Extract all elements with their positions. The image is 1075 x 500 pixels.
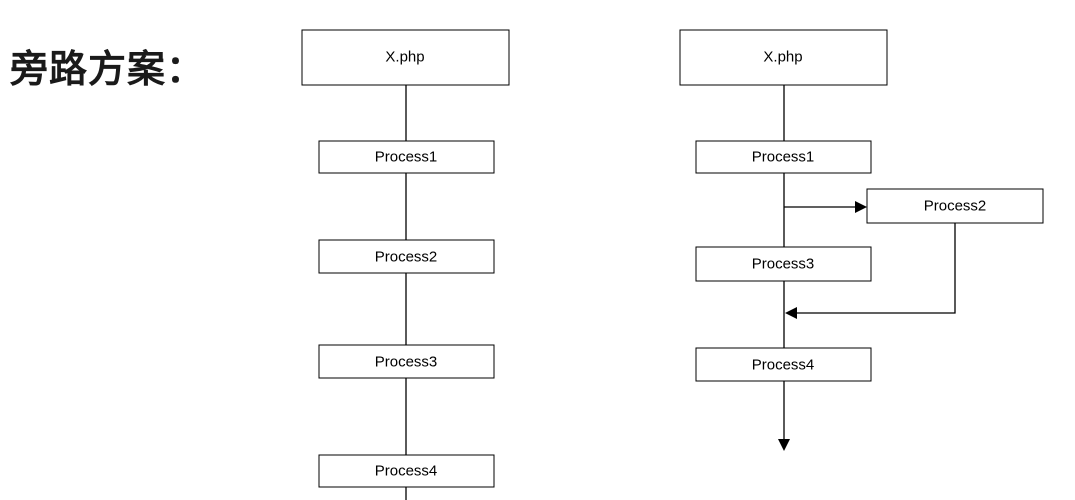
bypass-out-arrowhead <box>855 201 867 213</box>
left-process4-node: Process4 <box>318 454 495 488</box>
right-entry-label: X.php <box>763 49 802 66</box>
right-process4-label: Process4 <box>752 357 815 374</box>
left-process2-node: Process2 <box>318 239 495 274</box>
right-process3-node: Process3 <box>695 246 872 282</box>
right-process2-label: Process2 <box>924 198 987 215</box>
right-flow: X.php Process1 Process2 Process3 Process… <box>679 29 1044 451</box>
left-process3-label: Process3 <box>375 354 438 371</box>
left-process3-node: Process3 <box>318 344 495 379</box>
right-exit-arrowhead <box>778 439 790 451</box>
left-process1-label: Process1 <box>375 149 438 166</box>
page-title: 旁路方案： <box>10 47 206 91</box>
bypass-return-arrowhead <box>785 307 797 319</box>
left-entry-label: X.php <box>385 49 424 66</box>
left-entry-node: X.php <box>301 29 510 86</box>
left-process2-label: Process2 <box>375 249 438 266</box>
bypass-return-connector <box>797 223 956 314</box>
right-process1-node: Process1 <box>695 140 872 174</box>
left-process4-label: Process4 <box>375 463 438 480</box>
right-process1-label: Process1 <box>752 149 815 166</box>
left-process1-node: Process1 <box>318 140 495 174</box>
right-process4-node: Process4 <box>695 347 872 382</box>
right-process2-bypass-node: Process2 <box>866 188 1044 224</box>
right-process3-label: Process3 <box>752 256 815 273</box>
left-flow: X.php Process1 Process2 Process3 Process… <box>301 29 510 500</box>
right-entry-node: X.php <box>679 29 888 86</box>
